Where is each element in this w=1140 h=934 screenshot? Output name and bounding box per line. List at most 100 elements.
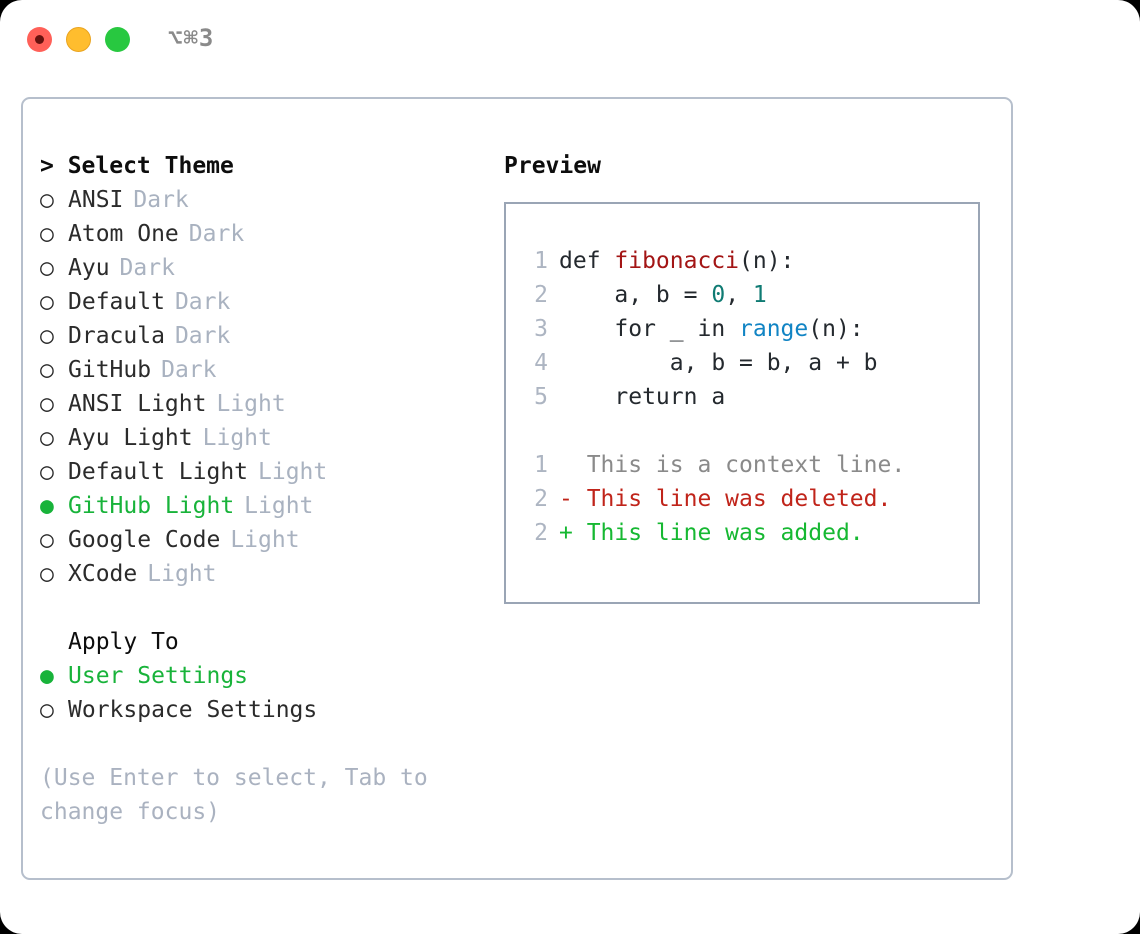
diff-line-number: 2 (534, 486, 548, 512)
theme-option-category: Light (147, 561, 217, 587)
radio-unselected-icon: ○ (40, 289, 54, 315)
theme-option-label: GitHub Light (68, 493, 235, 519)
theme-option-xcode[interactable]: ○ XCode Light (40, 557, 470, 591)
recording-indicator-icon (35, 35, 44, 44)
code-line-number: 5 (534, 384, 548, 410)
code-line-content: def fibonacci(n): (559, 244, 794, 278)
diff-line: 2 + This line was added. (520, 516, 978, 550)
close-button-icon[interactable] (27, 27, 52, 52)
window-controls (27, 27, 130, 52)
apply-to-option-label: User Settings (68, 663, 249, 689)
code-token: a, b = (559, 282, 712, 308)
keyboard-shortcut-label: ⌥⌘3 (168, 24, 215, 52)
diff-line-content: - This line was deleted. (559, 486, 892, 512)
apply-to-option-label: Workspace Settings (68, 697, 318, 723)
apply-to-option-workspace-settings[interactable]: ○ Workspace Settings (40, 693, 470, 727)
radio-unselected-icon: ○ (40, 561, 54, 587)
code-token: def (559, 248, 615, 274)
radio-unselected-icon: ○ (40, 221, 54, 247)
code-line: 1 def fibonacci(n): (520, 244, 978, 278)
theme-option-dracula[interactable]: ○ Dracula Dark (40, 319, 470, 353)
code-token: (n): (808, 316, 864, 342)
code-line-content: a, b = 0, 1 (559, 278, 767, 312)
code-line-number: 3 (534, 316, 548, 342)
theme-option-ansi-light[interactable]: ○ ANSI Light Light (40, 387, 470, 421)
code-token: range (739, 316, 809, 342)
code-line-number: 1 (534, 248, 548, 274)
apply-to-heading: Apply To (68, 629, 179, 655)
theme-option-ayu-light[interactable]: ○ Ayu Light Light (40, 421, 470, 455)
radio-unselected-icon: ○ (40, 697, 54, 723)
minimize-button-icon[interactable] (66, 27, 91, 52)
code-token: 0 (711, 282, 726, 308)
code-diff-gap (520, 414, 978, 448)
apply-to-option-user-settings[interactable]: ●User Settings (40, 659, 470, 693)
code-line-content: for _ in range(n): (559, 312, 864, 346)
code-line-content: return a (559, 380, 725, 414)
theme-option-label: Dracula (68, 323, 165, 349)
theme-option-category: Light (244, 493, 314, 519)
theme-option-label: GitHub (68, 357, 152, 383)
diff-line-content: + This line was added. (559, 520, 864, 546)
diff-line: 2 - This line was deleted. (520, 482, 978, 516)
theme-option-label: XCode (68, 561, 138, 587)
theme-option-category: Light (202, 425, 272, 451)
code-token: (n): (739, 248, 795, 274)
radio-unselected-icon: ○ (40, 323, 54, 349)
theme-option-category: Dark (161, 357, 217, 383)
theme-option-category: Dark (174, 289, 231, 315)
code-line: 5 return a (520, 380, 978, 414)
keyboard-hint-text: (Use Enter to select, Tab to change focu… (40, 765, 428, 825)
radio-unselected-icon: ○ (40, 187, 54, 213)
maximize-button-icon[interactable] (105, 27, 130, 52)
code-line-content: a, b = b, a + b (559, 346, 878, 380)
theme-option-ansi[interactable]: ○ ANSI Dark (40, 183, 470, 217)
diff-line-content: This is a context line. (559, 452, 906, 478)
theme-option-category: Dark (133, 187, 189, 213)
code-line-number: 4 (534, 350, 548, 376)
code-token: return a (559, 384, 726, 410)
radio-unselected-icon: ○ (40, 391, 54, 417)
radio-unselected-icon: ○ (40, 425, 54, 451)
code-token: 1 (752, 282, 767, 308)
radio-unselected-icon: ○ (40, 357, 54, 383)
theme-option-category: Dark (174, 323, 231, 349)
theme-option-label: ANSI (68, 187, 124, 213)
theme-option-default[interactable]: ○ Default Dark (40, 285, 470, 319)
code-line-number: 2 (534, 282, 548, 308)
theme-option-label: ANSI Light (68, 391, 207, 417)
theme-option-category: Light (230, 527, 300, 553)
radio-unselected-icon: ○ (40, 459, 54, 485)
radio-selected-icon: ● (40, 493, 54, 519)
theme-option-label: Atom One (68, 221, 179, 247)
theme-option-label: Default (68, 289, 165, 315)
theme-option-ayu[interactable]: ○ Ayu Dark (40, 251, 470, 285)
theme-option-label: Ayu (68, 255, 110, 281)
radio-unselected-icon: ○ (40, 255, 54, 281)
diff-sample: 1 This is a context line. 2 - This line wa… (520, 448, 978, 550)
theme-option-github-light[interactable]: ● GitHub Light Light (40, 489, 470, 523)
theme-option-github[interactable]: ○ GitHub Dark (40, 353, 470, 387)
preview-heading: Preview (504, 153, 601, 179)
code-token: a, b = b, a + b (559, 350, 878, 376)
apply-to-option-list: ●User Settings ○ Workspace Settings (40, 659, 470, 727)
theme-option-category: Light (258, 459, 328, 485)
code-line: 3 for _ in range(n): (520, 312, 978, 346)
diff-line: 1 This is a context line. (520, 448, 978, 482)
theme-option-label: Ayu Light (68, 425, 193, 451)
diff-line-number: 2 (534, 520, 548, 546)
code-token: fibonacci (614, 248, 740, 274)
code-token: , (725, 282, 753, 308)
theme-option-category: Dark (119, 255, 175, 281)
theme-option-category: Light (216, 391, 286, 417)
theme-option-label: Google Code (68, 527, 221, 553)
